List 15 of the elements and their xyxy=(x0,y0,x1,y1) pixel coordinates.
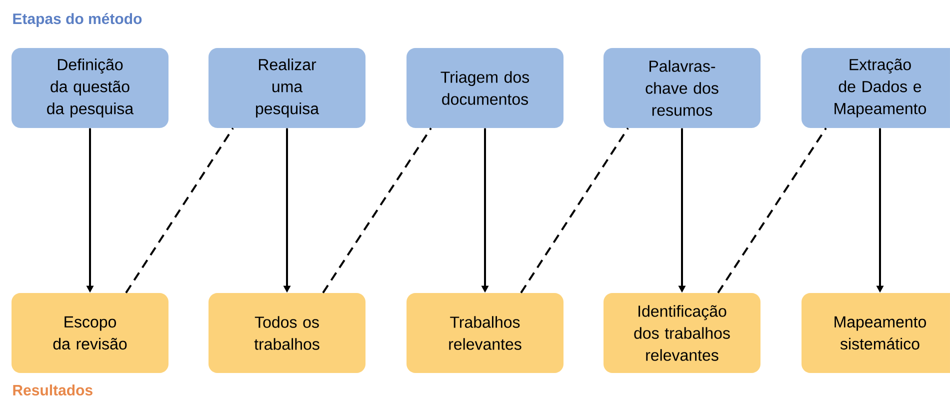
result-box: Todos os trabalhos xyxy=(208,293,366,373)
dashed-line xyxy=(520,128,629,294)
method-step-box: Triagem dos documentos xyxy=(406,48,564,128)
result-box: Mapeamento sistemático xyxy=(802,293,950,373)
method-step-box: Palavras-chave dos resumos xyxy=(604,48,760,128)
result-box: Trabalhos relevantes xyxy=(406,293,564,373)
method-step-box: Realizar uma pesquisa xyxy=(208,48,366,128)
dashed-line xyxy=(322,128,432,294)
dashed-line xyxy=(717,128,827,294)
section-heading: Etapas do método xyxy=(13,12,142,28)
dashed-line xyxy=(125,128,234,294)
result-box: Escopo da revisão xyxy=(12,293,168,373)
result-box: Identificação dos trabalhos relevantes xyxy=(604,293,760,373)
method-step-box: Extração de Dados e Mapeamento xyxy=(802,48,950,128)
method-step-box: Definição da questão da pesquisa xyxy=(12,48,168,128)
